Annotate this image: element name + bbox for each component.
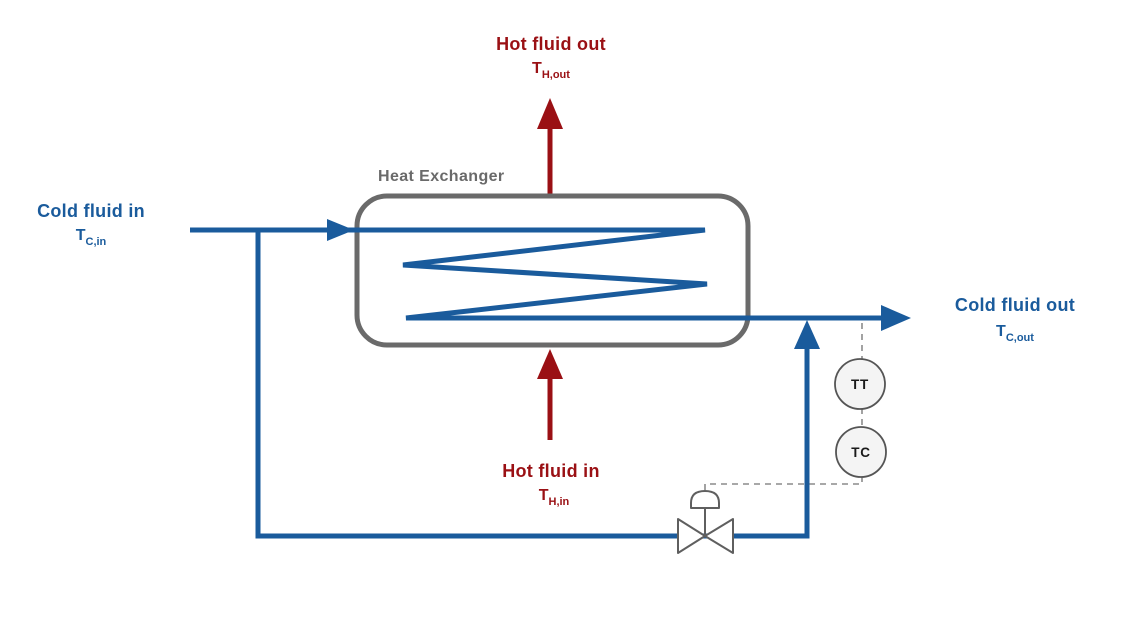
heat-exchanger-label: Heat Exchanger — [378, 168, 505, 185]
temp-symbol: T — [76, 227, 86, 244]
cold-in-label: Cold fluid in — [37, 201, 145, 221]
cold-stream-coil-line — [190, 227, 886, 321]
cold-out-arrowhead — [881, 305, 911, 331]
temp-subscript: C,out — [1006, 332, 1034, 344]
temperature-transmitter-tag: TT — [851, 377, 869, 392]
heat-exchanger-shell — [354, 193, 751, 348]
temperature-transmitter-bubble — [834, 358, 886, 410]
hot-in-arrowhead — [537, 349, 563, 379]
temp-subscript: H,out — [542, 69, 570, 81]
hot-in-temp-label: TH,in — [539, 487, 570, 508]
valve-body-left-triangle — [677, 518, 706, 554]
temp-symbol: T — [539, 487, 549, 504]
hot-out-arrowhead — [537, 98, 563, 129]
valve-body-right-triangle — [704, 518, 734, 554]
temp-subscript: H,in — [549, 496, 570, 508]
hot-out-temp-label: TH,out — [532, 60, 570, 81]
hot-in-label: Hot fluid in — [502, 461, 600, 481]
hot-out-label: Hot fluid out — [496, 34, 606, 54]
signal-line-controller-to-valve — [704, 476, 863, 492]
temperature-controller-bubble — [835, 426, 887, 478]
temperature-controller: TC — [835, 426, 887, 478]
cold-in-arrowhead — [327, 219, 354, 241]
bypass-pipe — [255, 228, 810, 539]
cold-in-temp-label: TC,in — [76, 227, 107, 248]
valve-actuator-diaphragm — [690, 490, 720, 509]
cold-out-temp-label: TC,out — [996, 323, 1034, 344]
cold-out-label: Cold fluid out — [955, 295, 1075, 315]
temp-symbol: T — [996, 323, 1006, 340]
temp-subscript: C,in — [86, 236, 107, 248]
temp-symbol: T — [532, 60, 542, 77]
control-valve — [677, 490, 734, 554]
temperature-controller-tag: TC — [851, 445, 871, 460]
bypass-join-arrowhead — [794, 320, 820, 349]
temperature-transmitter: TT — [834, 358, 886, 410]
